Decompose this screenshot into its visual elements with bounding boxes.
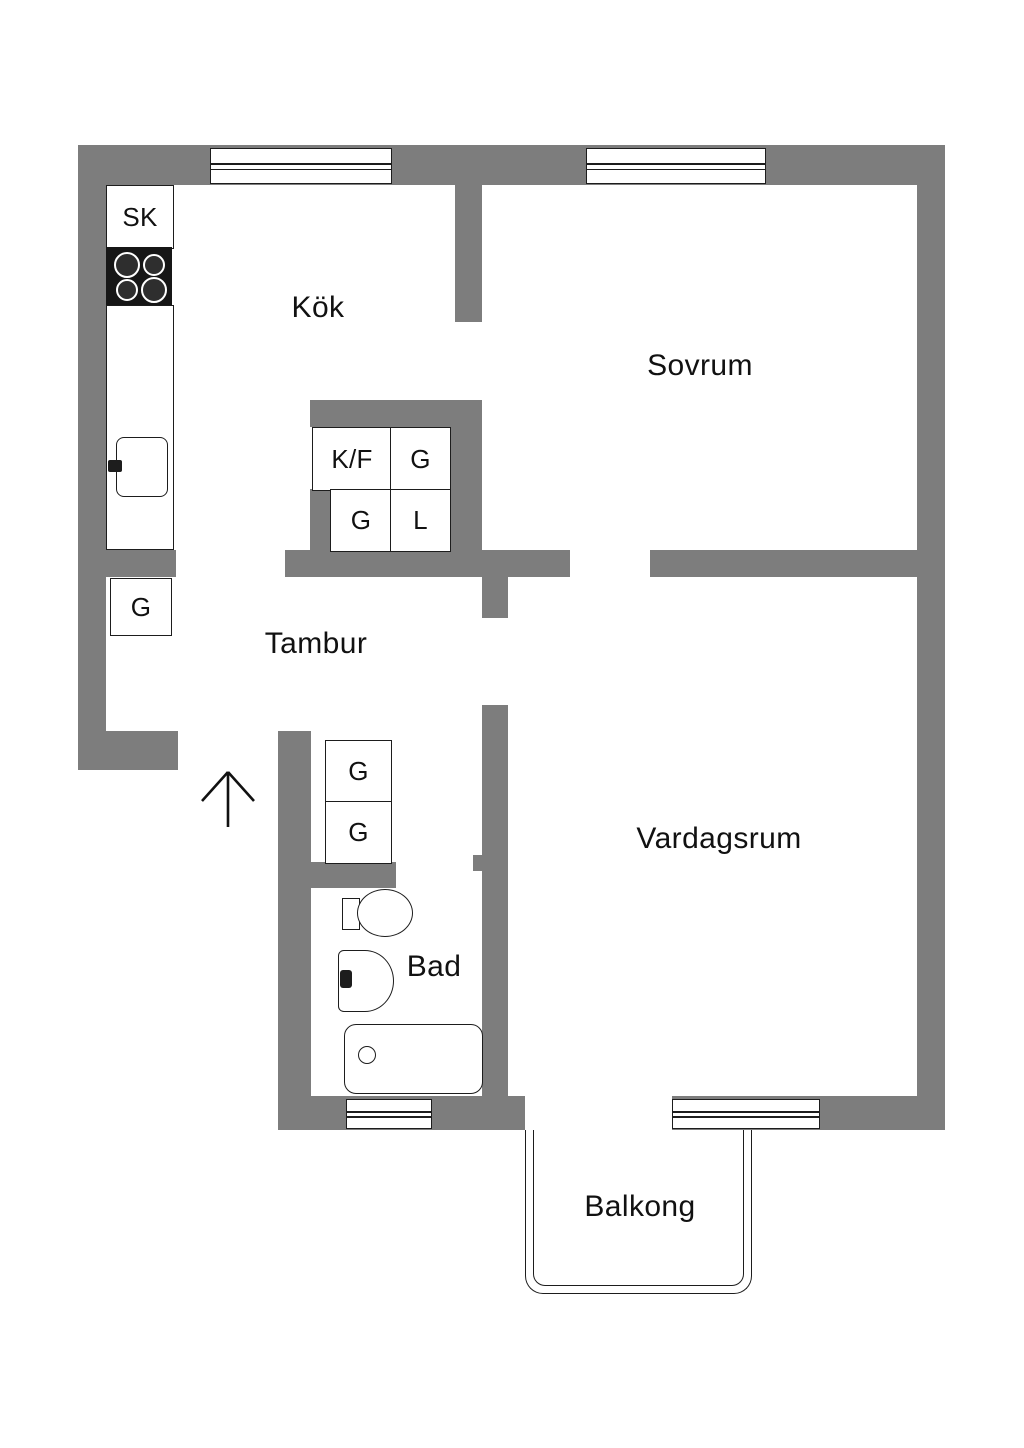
g-label: G [348,817,369,847]
g-closet-2: G [330,489,392,552]
room-label-bad: Bad [406,950,462,983]
wall-left [78,145,106,770]
g-label: G [410,443,431,474]
window-pane-line [210,163,392,165]
wall-bad-jamb [473,855,482,871]
bathroom-basin [338,950,394,1012]
kitchen-counter [106,305,174,550]
wall-kok-sovrum [455,185,482,322]
g-closet-1: G [390,427,451,491]
wall-right [917,145,945,1130]
stove-burner [114,252,140,278]
balcony-inner-rail [533,1130,744,1286]
kitchen-sink [116,437,168,497]
l-closet: L [390,489,451,552]
room-label-vardagsrum: Vardagsrum [636,822,802,855]
kf-label: K/F [331,443,373,474]
wall-bad-vardagsrum [482,705,508,1130]
wall-closet-right [449,400,482,577]
room-label-sovrum: Sovrum [647,349,753,382]
wall-entry [78,731,178,770]
basin-tap [340,970,352,988]
wall-lower-left [278,731,311,1130]
kitchen-faucet [108,460,122,472]
kf-closet: K/F [312,427,392,491]
g-closet-hall-2: G [325,801,392,864]
g-label: G [130,591,152,622]
wall-tambur [285,550,570,577]
g-label: G [350,505,372,535]
stove-burner [143,254,165,276]
window-pane-line [210,168,392,171]
window-pane-line [346,1116,432,1118]
toilet-bowl [357,889,413,937]
room-label-balkong: Balkong [584,1190,696,1223]
sk-cabinet: SK [106,185,174,249]
bathtub-drain [358,1046,376,1064]
wall-sovrum-vardagsrum [650,550,945,577]
wall-door-stub [482,550,508,618]
window-pane-line [586,163,766,165]
balcony-outer-rail [525,1130,752,1294]
entrance-arrow-icon [201,771,255,827]
g-closet-tambur: G [110,578,172,636]
l-label: L [413,505,428,535]
stove-burner [116,279,138,301]
stove-burner [141,277,167,303]
window-pane-line [672,1116,820,1118]
window-pane-line [672,1111,820,1113]
window-pane-line [586,168,766,171]
room-label-tambur: Tambur [264,627,368,660]
g-closet-hall-1: G [325,740,392,803]
vardagsrum-window [672,1099,820,1129]
sovrum-window [586,148,766,184]
g-label: G [348,756,369,786]
kok-window [210,148,392,184]
wall-bad-top [311,862,396,888]
room-label-kok: Kök [291,291,345,324]
sk-label: SK [122,201,158,232]
wall-top [78,145,945,185]
window-pane-line [346,1111,432,1113]
wall-kitchen-stub [100,550,176,577]
stove [106,247,172,305]
bad-window [346,1099,432,1129]
